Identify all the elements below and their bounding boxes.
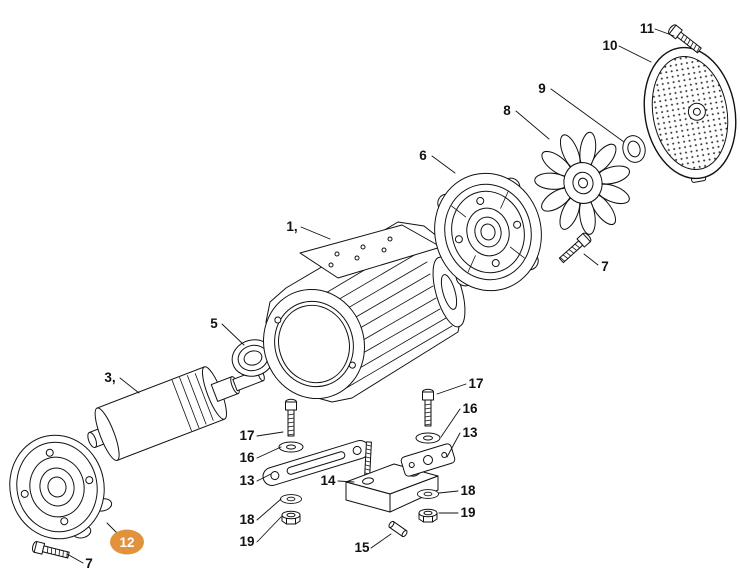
part-label-7-left[interactable]: 7 [85, 556, 93, 571]
part-label-16-right[interactable]: 16 [462, 401, 478, 416]
part-label-10[interactable]: 10 [602, 38, 617, 53]
part-screw-17-left [285, 398, 297, 437]
part-housing-1 [263, 221, 466, 403]
part-nut-19-right [418, 508, 438, 523]
part-nut-19-left [281, 510, 301, 525]
part-label-17-right[interactable]: 17 [468, 376, 483, 391]
part-screw-7-right [557, 231, 593, 265]
part-pin-15 [388, 520, 408, 538]
part-ring-9 [622, 135, 646, 163]
part-bearing-5 [231, 339, 275, 377]
part-label-19-left[interactable]: 19 [239, 534, 254, 549]
part-washer-16-right [415, 432, 441, 444]
part-rotor-3 [87, 366, 265, 461]
part-label-8[interactable]: 8 [503, 103, 511, 118]
leader-lines [66, 28, 675, 564]
part-label-13-left[interactable]: 13 [239, 473, 255, 488]
part-end-shield-6 [434, 172, 542, 292]
part-clamp-bar-13-left [262, 440, 370, 486]
part-label-15[interactable]: 15 [354, 540, 370, 555]
part-washer-18-left [280, 494, 302, 504]
part-label-19-right[interactable]: 19 [460, 505, 475, 520]
part-bearing-plate-12 [9, 434, 113, 540]
part-label-18-right[interactable]: 18 [460, 483, 476, 498]
part-label-3[interactable]: 3, [104, 370, 115, 385]
part-label-5[interactable]: 5 [210, 316, 218, 331]
part-label-7-right[interactable]: 7 [601, 259, 609, 274]
part-label-17-left[interactable]: 17 [239, 428, 254, 443]
part-label-18-left[interactable]: 18 [239, 512, 255, 527]
part-screw-7-left [30, 540, 71, 561]
part-screw-17-right [422, 388, 434, 427]
part-labels: 11 10 9 8 6 1, 7 5 3, 17 16 13 18 19 14 … [85, 21, 654, 571]
selected-part-highlight[interactable] [110, 529, 144, 555]
part-fan-8 [534, 131, 631, 235]
part-label-1[interactable]: 1, [286, 219, 297, 234]
part-washer-16-left [278, 441, 304, 453]
part-label-9[interactable]: 9 [538, 81, 546, 96]
part-label-13-right[interactable]: 13 [462, 425, 478, 440]
part-fan-cover-10 [643, 46, 737, 183]
part-label-16-left[interactable]: 16 [239, 450, 255, 465]
part-label-6[interactable]: 6 [419, 148, 427, 163]
part-label-14[interactable]: 14 [320, 473, 336, 488]
part-washer-18-right [417, 489, 439, 499]
selected-part-badge[interactable]: 12 [110, 529, 144, 555]
part-label-12[interactable]: 12 [119, 535, 134, 550]
part-plate-13-right [400, 443, 456, 477]
part-label-11[interactable]: 11 [640, 21, 655, 36]
